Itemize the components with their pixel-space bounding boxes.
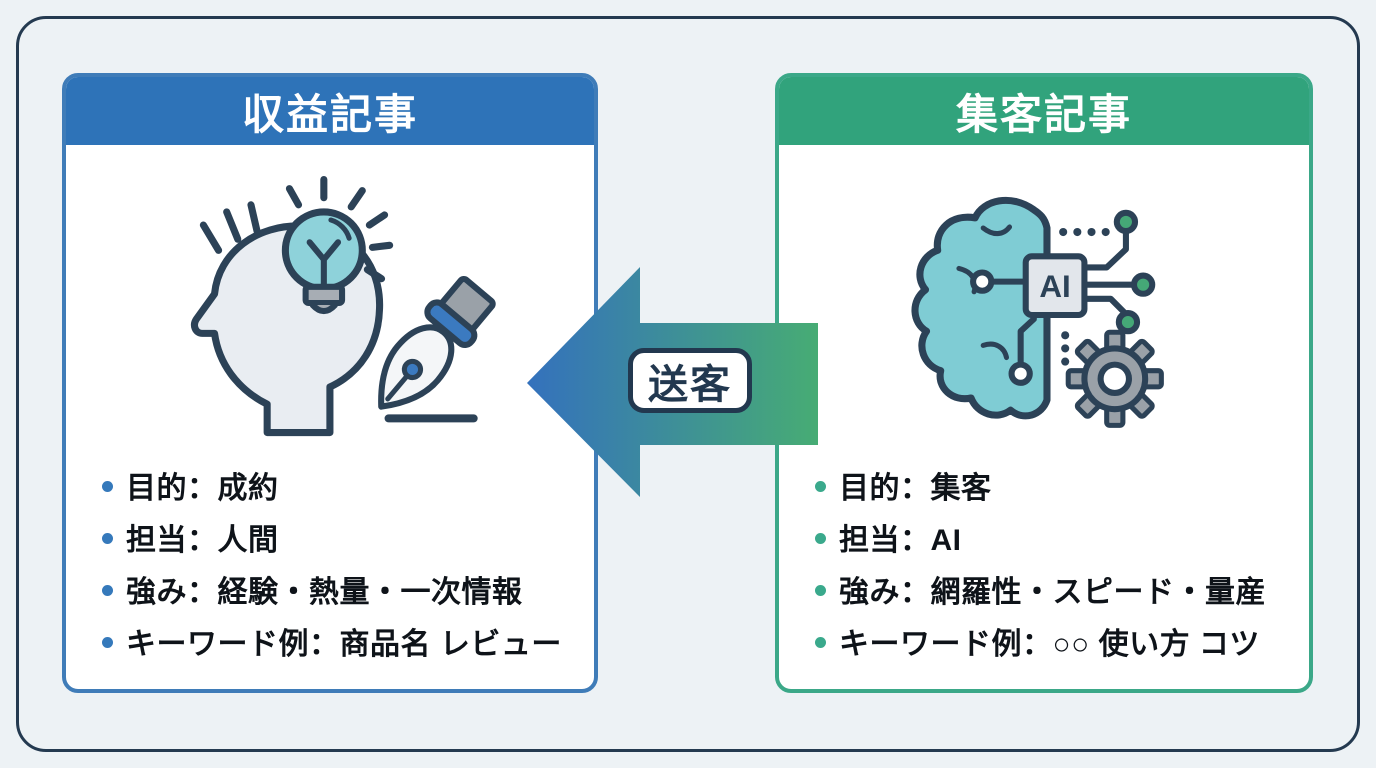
revenue-article-card: 収益記事: [62, 73, 598, 693]
bullet-text: 担当：人間: [126, 524, 279, 557]
revenue-bullet-list: 目的：成約 担当：人間 強み：経験・熱量・一次情報 キーワード例：商品名 レビュ…: [102, 459, 562, 667]
bullet-dot: [102, 532, 113, 544]
revenue-card-header: 収益記事: [66, 77, 594, 145]
list-item: 担当：AI: [815, 511, 1266, 563]
bullet-dot: [102, 480, 113, 492]
list-item: 担当：人間: [102, 511, 562, 563]
bullet-dot: [815, 584, 826, 596]
list-item: 強み：網羅性・スピード・量産: [815, 563, 1266, 615]
bullet-text: 担当：AI: [839, 524, 962, 557]
arrow-label: 送客: [628, 348, 752, 413]
bullet-text: 目的：集客: [839, 472, 992, 505]
list-item: キーワード例：○○ 使い方 コツ: [815, 615, 1266, 667]
gear-icon: [1065, 329, 1164, 428]
lightbulb-icon: [281, 208, 366, 315]
head-lightbulb-pen-icon: [191, 175, 496, 437]
bullet-dot: [102, 636, 113, 648]
bullet-text: 目的：成約: [126, 472, 279, 505]
bullet-dot: [815, 480, 826, 492]
spark-rays-icon: [199, 201, 261, 254]
traffic-card-title: 集客記事: [955, 90, 1132, 138]
bullet-dot: [815, 636, 826, 648]
ai-brain-gear-icon: AI: [911, 196, 1164, 428]
circuit-node-white: [1008, 361, 1033, 386]
bullet-text: キーワード例：○○ 使い方 コツ: [839, 628, 1260, 661]
revenue-card-title: 収益記事: [241, 90, 418, 138]
bulb-rays-icon: [285, 175, 394, 283]
circuit-node-green: [1113, 209, 1139, 235]
traffic-bullet-list: 目的：集客 担当：AI 強み：網羅性・スピード・量産 キーワード例：○○ 使い方…: [815, 459, 1266, 667]
arrow-label-text: 送客: [648, 362, 732, 407]
bullet-text: キーワード例：商品名 レビュー: [126, 628, 562, 661]
traffic-article-card: 集客記事: [775, 73, 1313, 693]
list-item: 目的：成約: [102, 459, 562, 511]
circuit-node-white: [970, 269, 995, 294]
bullet-dot: [102, 584, 113, 596]
list-item: 目的：集客: [815, 459, 1266, 511]
brain-icon: [911, 196, 1051, 420]
list-item: キーワード例：商品名 レビュー: [102, 615, 562, 667]
list-item: 強み：経験・熱量・一次情報: [102, 563, 562, 615]
circuit-node-green: [1115, 309, 1141, 335]
bullet-text: 強み：経験・熱量・一次情報: [126, 576, 523, 609]
dotted-trace-icon: [1059, 227, 1110, 366]
pen-nib-icon: [378, 275, 496, 410]
circuit-node-green: [1130, 272, 1156, 297]
bullet-text: 強み：網羅性・スピード・量産: [839, 576, 1266, 609]
traffic-card-header: 集客記事: [779, 77, 1309, 145]
ai-chip-label: AI: [1039, 269, 1070, 304]
ai-chip-icon: AI: [1022, 253, 1088, 319]
bullet-dot: [815, 532, 826, 544]
